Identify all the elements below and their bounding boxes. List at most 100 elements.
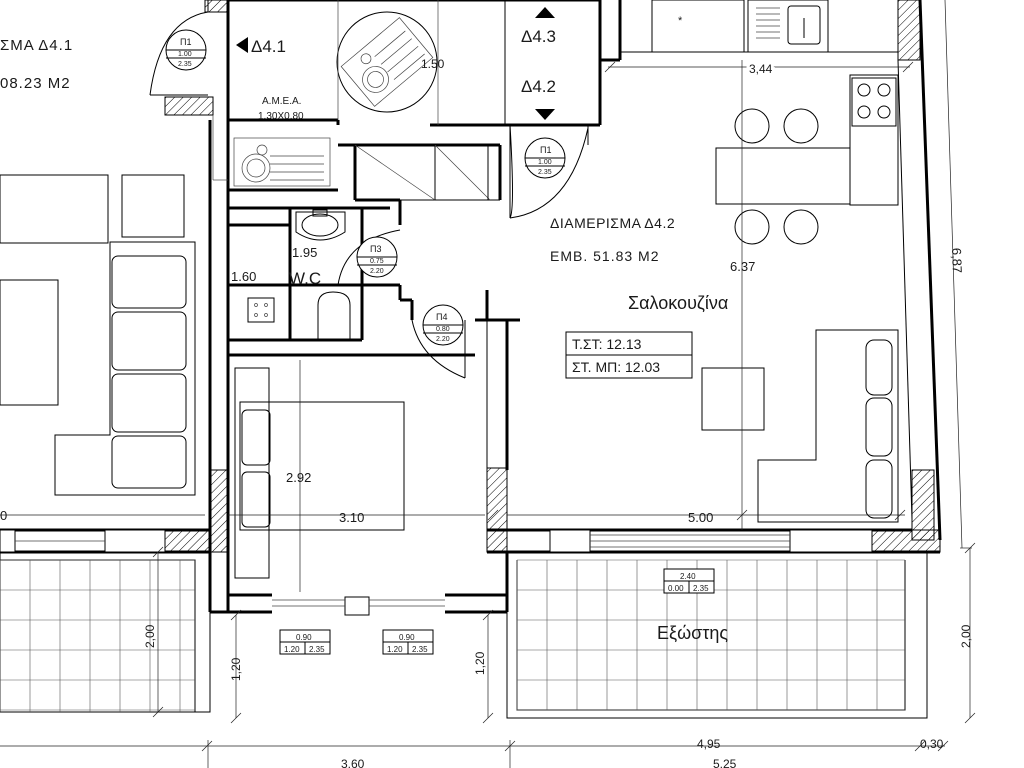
dim-kitchen-width: 3,44 [749,62,773,76]
dim-total-depth: 6,87 [949,248,965,274]
wall-pier [344,596,370,616]
dim-kitchen-width: 3,44 [749,62,773,76]
doors [149,11,589,379]
labels: ΣΜΑ Δ4.1 08.23 Μ2 ΔΙΑΜΕΡΙΣΜΑ Δ4.2 ΕΜΒ. 5… [0,7,973,768]
wall-segment [871,529,941,553]
main-apartment-area: ΕΜΒ. 51.83 Μ2 [550,248,660,264]
basin-tap [312,209,328,217]
wall-segment [164,529,211,553]
dim-sill-right: 1,20 [473,651,487,675]
balcony-right-outline [506,551,928,719]
sofa-cushion [865,339,893,396]
toilet [317,291,351,340]
svg-text:2.35: 2.35 [412,645,428,654]
door-tag: Π4 0.80 2.20 [422,304,464,346]
dim-sill-left: 1,20 [229,657,243,681]
dim-right-total: 5,25 [713,757,737,768]
dim-balcony-left-depth: 2,00 [143,624,157,648]
left-apartment-name: ΣΜΑ Δ4.1 [0,37,73,54]
wall-line [897,59,913,521]
counter [849,74,899,206]
pillow [241,409,271,466]
dim-left-edge: 0 [0,508,7,523]
dim-wc-depth: 1.60 [231,269,256,284]
dimension-lines [0,0,976,768]
door-swing [509,124,513,219]
svg-text:1.00: 1.00 [178,51,192,58]
svg-text:2.20: 2.20 [370,268,384,275]
svg-text:0.75: 0.75 [370,258,384,265]
svg-text:0.00: 0.00 [668,584,684,593]
svg-text:1.20: 1.20 [387,645,403,654]
burner [857,83,871,97]
svg-text:2.35: 2.35 [693,584,709,593]
svg-text:2.20: 2.20 [436,336,450,343]
main-apartment-name: ΔΙΑΜΕΡΙΣΜΑ Δ4.2 [550,215,675,231]
door-tag: Π3 0.75 2.20 [356,236,398,278]
wall-pier [0,529,16,553]
balcony-label: Εξώστης [657,623,728,643]
wall-pier [789,529,873,553]
arrow-up-icon [535,7,555,18]
door-swing [149,11,209,96]
chair [783,209,819,245]
wardrobe [234,367,270,579]
sink-basin [787,5,821,45]
left-apartment-area: 08.23 Μ2 [0,75,71,92]
sofa-cushion [111,373,187,433]
door-tag: Π1 1.00 2.35 [524,137,566,179]
svg-text:Π1: Π1 [180,37,192,47]
chair [734,209,770,245]
bed [239,401,405,531]
svg-text:0.90: 0.90 [399,633,415,642]
svg-text:2.35: 2.35 [309,645,325,654]
wall-segment [486,467,508,553]
walls [0,0,942,616]
dim-living-width: 5.00 [688,510,713,525]
svg-text:1.20: 1.20 [284,645,300,654]
svg-text:2.35: 2.35 [178,61,192,68]
wall-segment [164,96,214,116]
dim-turning: 1.50 [421,57,445,71]
balcony-right-grid [516,559,905,711]
ceiling-level: Τ.ΣΤ: 12.13 [572,336,642,352]
dim-bedroom-width: 3.10 [339,510,364,525]
sofa-cushion [865,397,893,457]
wall-segment [209,469,229,553]
sofa-cushion [111,311,187,371]
chair [783,108,819,144]
coffee-table [0,279,59,406]
arrow-d42-label: Δ4.2 [521,77,556,96]
amea-label: Α.Μ.Ε.Α. [262,96,301,107]
svg-text:Π1: Π1 [540,145,552,155]
chair [734,108,770,144]
arrow-left-icon [236,37,248,53]
stair-line [434,144,491,201]
svg-text:*: * [678,15,683,27]
burner [877,105,891,119]
door-swing [509,127,589,219]
sofa-cushion [111,255,187,309]
svg-text:0.80: 0.80 [436,326,450,333]
dim-bedroom-depth: 2.92 [286,470,311,485]
arrow-d41-label: Δ4.1 [251,37,286,56]
sofa-cushion [111,435,187,489]
sofa [54,241,196,496]
dim-wall-thickness: 0,30 [920,737,944,751]
furniture: * [0,0,899,579]
hob [851,77,897,127]
balconies [0,551,928,719]
dim-wc-width: 1.95 [292,245,317,260]
wheelchair-symbol [340,17,434,107]
svg-text:1.00: 1.00 [538,159,552,166]
wc-label: W.C [289,269,321,288]
svg-text:2.40: 2.40 [680,572,696,581]
sofa-cushion [865,459,893,519]
wall-pier [104,529,166,553]
window-tag: 0.90 1.20 2.35 [279,629,331,655]
wheelchair-symbol [233,137,331,187]
window-tag: 2.40 0.00 2.35 [663,568,715,594]
wall-pier [549,529,591,553]
living-kitchen-label: Σαλοκουζίνα [628,293,728,313]
